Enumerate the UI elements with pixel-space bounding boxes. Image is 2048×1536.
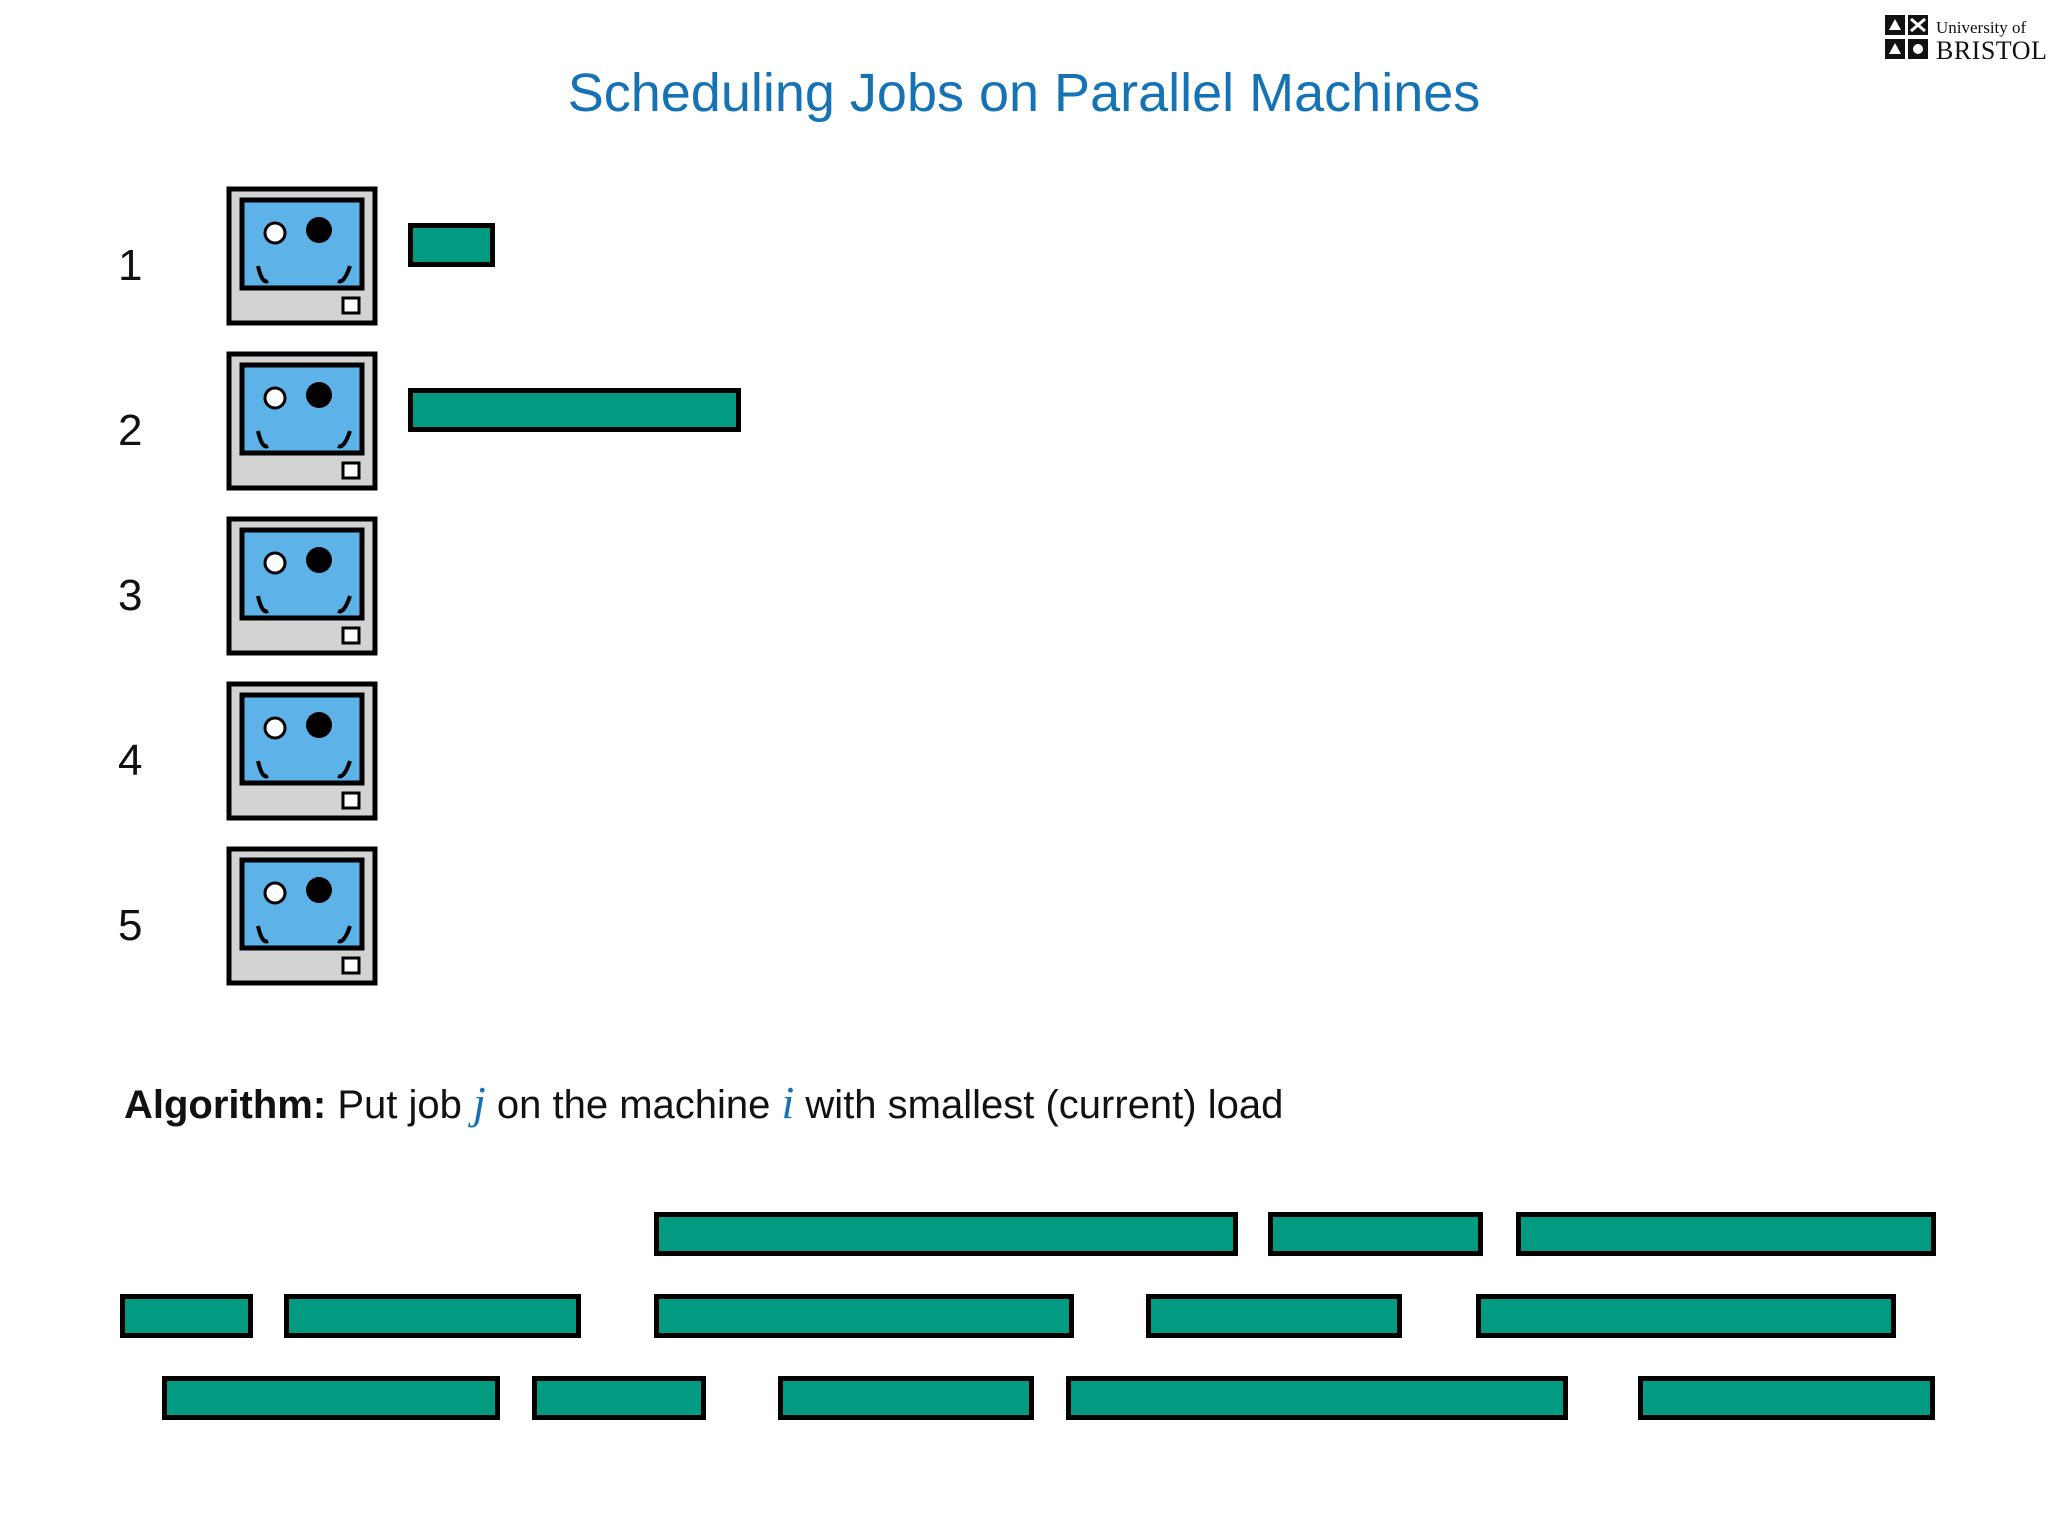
queued-job	[120, 1294, 253, 1338]
queued-job	[532, 1376, 706, 1420]
computer-icon	[226, 846, 378, 986]
crest-icon	[1885, 15, 1928, 59]
queued-job	[1516, 1212, 1936, 1256]
algorithm-text-1: Put job	[337, 1083, 462, 1127]
queued-job	[284, 1294, 581, 1338]
computer-icon	[226, 681, 378, 821]
machine-3	[226, 516, 378, 656]
machine-5	[226, 846, 378, 986]
machine-number: 5	[118, 901, 143, 950]
machine-number: 2	[118, 406, 143, 455]
scheduled-job	[408, 223, 495, 267]
logo-line1: University of	[1936, 18, 2027, 37]
queued-job	[1268, 1212, 1483, 1256]
queued-job	[1146, 1294, 1402, 1338]
scheduled-job	[408, 388, 741, 432]
algorithm-heading: Algorithm:	[124, 1083, 327, 1127]
queued-job	[1638, 1376, 1935, 1420]
logo-line2: BRISTOL	[1936, 36, 2048, 65]
machine-1	[226, 186, 378, 326]
algorithm-statement: Algorithm: Put job j on the machine i wi…	[124, 1076, 1283, 1129]
queued-job	[1476, 1294, 1896, 1338]
job-variable: j	[472, 1077, 486, 1128]
queued-job	[1066, 1376, 1568, 1420]
computer-icon	[226, 186, 378, 326]
queued-job	[654, 1212, 1238, 1256]
university-logo: University of BRISTOL	[1884, 14, 2048, 66]
machine-number: 4	[118, 736, 143, 785]
queued-job	[162, 1376, 500, 1420]
queued-job	[654, 1294, 1074, 1338]
algorithm-text-2: on the machine	[496, 1083, 771, 1127]
machine-4	[226, 681, 378, 821]
machine-number: 1	[118, 241, 143, 290]
computer-icon	[226, 351, 378, 491]
machine-2	[226, 351, 378, 491]
queued-job	[778, 1376, 1034, 1420]
computer-icon	[226, 516, 378, 656]
machine-variable: i	[781, 1077, 795, 1128]
slide-title: Scheduling Jobs on Parallel Machines	[567, 63, 1481, 123]
algorithm-text-3: with smallest (current) load	[805, 1083, 1284, 1127]
machine-number: 3	[118, 571, 143, 620]
